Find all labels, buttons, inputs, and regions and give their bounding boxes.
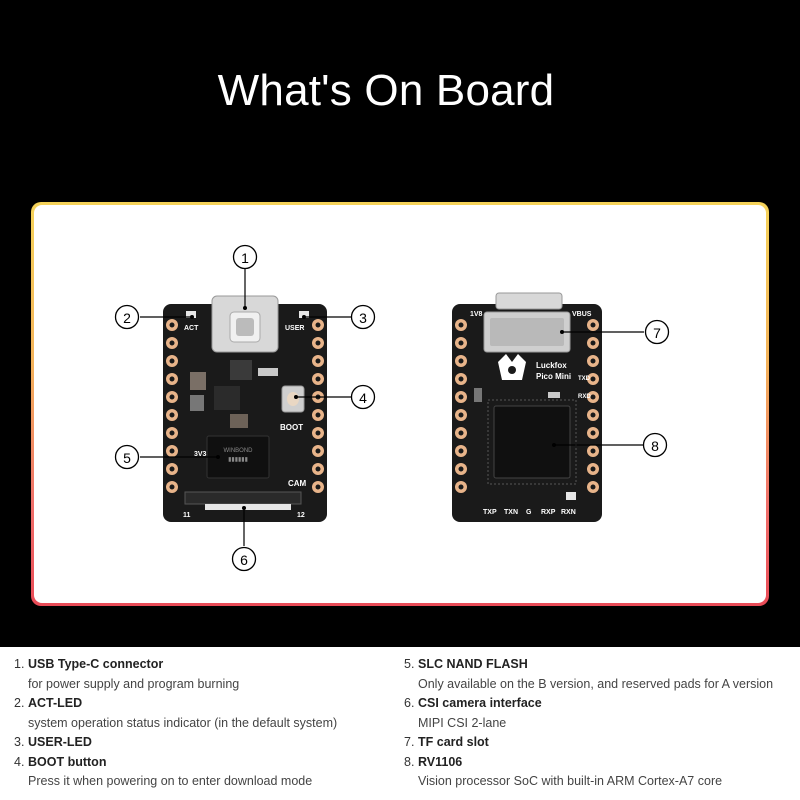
callout-3: 3	[350, 304, 376, 330]
board-frame-inner	[34, 205, 766, 603]
callout-dots	[190, 306, 564, 510]
user-led	[299, 311, 309, 318]
svg-text:4: 4	[359, 390, 367, 406]
svg-text:▮▮▮▮▮▮: ▮▮▮▮▮▮	[228, 457, 248, 463]
user-silk-label: USER	[285, 325, 304, 332]
callout-2: 2	[114, 304, 140, 330]
svg-text:2: 2	[123, 310, 131, 326]
txd-silk-label: TXD	[578, 376, 591, 382]
board-frame	[31, 202, 769, 606]
vbus-silk-label: VBUS	[572, 311, 592, 318]
front-board: ACT USER BOOT WINBOND ▮▮▮▮▮▮ 3V3 CAM 11 …	[163, 295, 327, 522]
brand-silk-label: Luckfox	[536, 361, 567, 370]
callout-5: 5	[114, 444, 140, 470]
callout-4: 4	[350, 384, 376, 410]
gnd-silk-label: G	[526, 509, 532, 516]
model-silk-label: Pico Mini	[536, 372, 571, 381]
luckfox-logo	[498, 354, 526, 380]
txp-silk-label: TXP	[483, 509, 497, 516]
legend-item-act-led: 2.ACT-LED system operation status indica…	[14, 696, 338, 730]
csi-camera-connector	[184, 491, 302, 505]
legend-item-nand-flash: 5.SLC NAND FLASH Only available on the B…	[404, 657, 774, 691]
svg-text:7: 7	[653, 325, 661, 341]
legend-item-rv1106: 8.RV1106 Vision processor SoC with built…	[404, 754, 723, 789]
callout-7: 7	[644, 319, 670, 345]
txn-silk-label: TXN	[504, 509, 518, 516]
act-silk-label: ACT	[184, 325, 199, 332]
rxn-silk-label: RXN	[561, 509, 576, 516]
svg-text:1: 1	[241, 250, 249, 266]
legend-item-boot-button: 4.BOOT button Press it when powering on …	[14, 754, 313, 789]
rxd-silk-label: RXD	[578, 394, 591, 400]
legend-item-usb-c: 1.USB Type-C connector for power supply …	[14, 657, 240, 691]
legend-panel: 1.USB Type-C connector for power supply …	[0, 647, 800, 800]
callout-lines	[140, 269, 644, 546]
legend-left-column: 1.USB Type-C connector for power supply …	[14, 655, 394, 792]
svg-text:5: 5	[123, 450, 131, 466]
svg-text:6: 6	[240, 552, 248, 568]
svg-text:3: 3	[359, 310, 367, 326]
legend-right-column: 5.SLC NAND FLASH Only available on the B…	[404, 655, 784, 792]
rv1106-soc-chip	[493, 405, 571, 479]
svg-text:8: 8	[651, 438, 659, 454]
callout-1: 1	[232, 244, 258, 270]
act-led	[186, 311, 196, 318]
boards-illustration: ACT USER BOOT WINBOND ▮▮▮▮▮▮ 3V3 CAM 11 …	[114, 244, 670, 572]
v18-silk-label: 1V8	[470, 311, 483, 318]
page-title: What's On Board	[217, 66, 555, 115]
pin-11-label: 11	[183, 512, 191, 519]
rxp-silk-label: RXP	[541, 509, 556, 516]
legend-item-tf-card: 7.TF card slot	[404, 735, 489, 749]
v33-silk-label: 3V3	[194, 451, 207, 458]
boot-silk-label: BOOT	[280, 423, 303, 432]
back-board: 1V8 VBUS Luckfox Pico Mini TXD RXD TXP T…	[452, 292, 602, 522]
callout-8: 8	[642, 432, 668, 458]
svg-text:WINBOND: WINBOND	[224, 448, 254, 454]
legend-item-user-led: 3.USER-LED	[14, 735, 92, 749]
callout-6: 6	[231, 546, 257, 572]
cam-silk-label: CAM	[288, 479, 307, 488]
legend-item-csi-camera: 6.CSI camera interface MIPI CSI 2-lane	[404, 696, 542, 730]
pin-12-label: 12	[297, 512, 305, 519]
